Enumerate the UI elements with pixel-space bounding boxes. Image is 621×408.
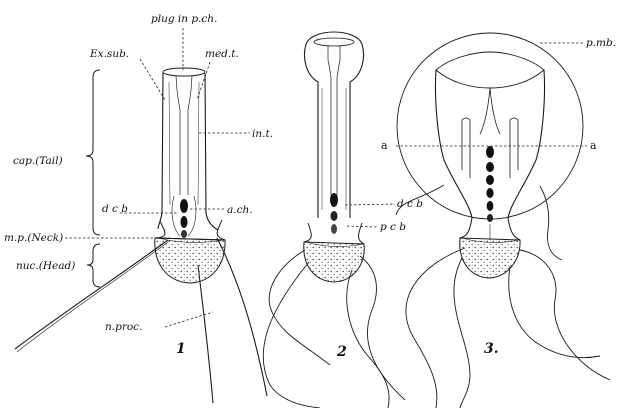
capsule-top-1 <box>163 68 205 76</box>
specimen-2 <box>263 32 405 408</box>
central-body-1b <box>181 216 188 228</box>
label-in-t: in.t. <box>252 128 273 140</box>
process-3b <box>454 258 470 408</box>
central-body-2a <box>330 193 338 207</box>
bracket-head <box>87 244 100 287</box>
process-3f <box>540 186 562 260</box>
labels: plug in p.ch. Ex.sub. med.t. in.t. cap.(… <box>4 13 616 333</box>
central-body-3c <box>486 175 494 185</box>
label-cap-tail: cap.(Tail) <box>13 155 63 167</box>
central-body-2c <box>331 224 337 234</box>
label-plug: plug in p.ch. <box>151 13 217 25</box>
process-2c <box>360 256 405 400</box>
head-1 <box>155 238 225 283</box>
capsule-2 <box>305 32 364 218</box>
label-a-right: a <box>590 139 597 152</box>
head-3 <box>460 238 520 278</box>
label-nuc-head: nuc.(Head) <box>16 260 75 272</box>
specimen-number-1: 1 <box>176 341 186 357</box>
label-dcb-right: d c b <box>397 198 423 210</box>
central-body-1a <box>180 199 188 213</box>
head-2 <box>304 242 364 282</box>
label-dcb-left: d c b <box>102 203 128 215</box>
central-body-3e <box>487 201 494 211</box>
label-mp-neck: m.p.(Neck) <box>4 232 63 244</box>
label-pmb: p.mb. <box>586 37 616 49</box>
process-2b <box>263 262 320 408</box>
central-body-3b <box>486 162 494 172</box>
label-n-proc: n.proc. <box>105 321 142 333</box>
process-left-1 <box>15 240 168 349</box>
label-med-t: med.t. <box>205 48 239 60</box>
label-ex-sub: Ex.sub. <box>89 48 129 60</box>
process-3c <box>520 250 610 380</box>
central-body-3d <box>486 188 493 198</box>
specimen-number-3: 3. <box>484 341 499 357</box>
specimen-number-2: 2 <box>336 344 347 360</box>
central-body-2b <box>331 211 338 221</box>
central-body-3a <box>486 146 494 158</box>
central-body-3f <box>487 214 493 222</box>
label-a-left: a <box>381 139 388 152</box>
central-body-1c <box>181 230 187 238</box>
specimen-3 <box>396 33 610 408</box>
label-a-ch: a.ch. <box>227 204 253 216</box>
label-pcb: p c b <box>380 221 406 233</box>
bracket-tail <box>86 70 100 235</box>
neck-1 <box>155 220 225 240</box>
process-right-1 <box>217 238 267 396</box>
process-mid-1 <box>198 265 213 403</box>
